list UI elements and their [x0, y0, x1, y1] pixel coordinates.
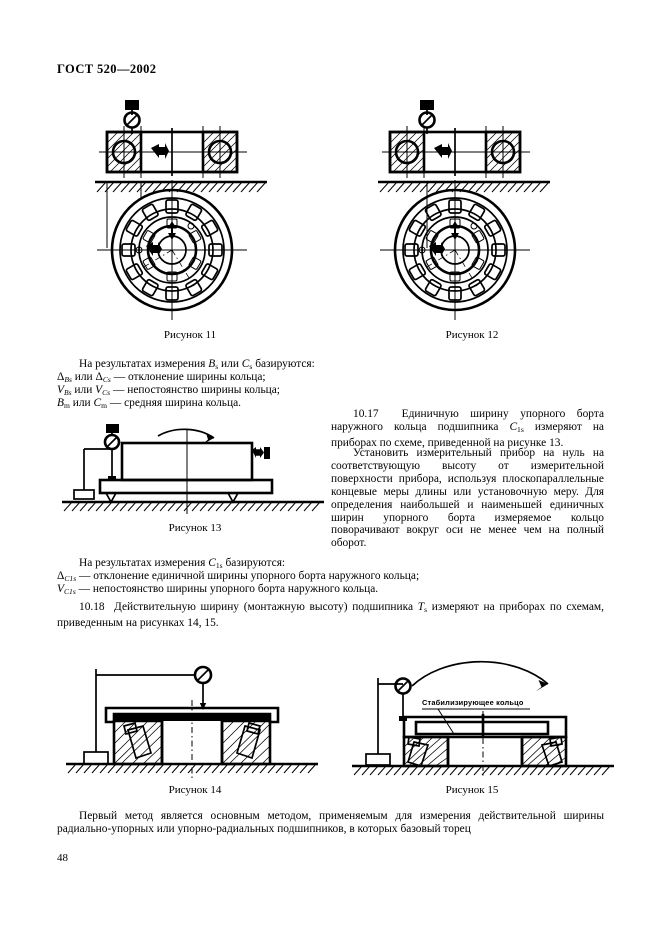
figure-12 [378, 98, 618, 320]
figure-15-caption: Рисунок 15 [445, 784, 499, 796]
final-paragraph: Первый метод является основным методом, … [57, 810, 604, 835]
measurement-basis-line-3: Bm или Cm — средняя ширина кольца. [57, 397, 241, 410]
figure-14-caption: Рисунок 14 [168, 784, 222, 796]
measurement-basis-intro-1: На результатах измерения Bs или Cs базир… [79, 358, 315, 371]
bearing-plan-view-12 [380, 180, 530, 320]
dial-indicator-12 [418, 100, 436, 134]
measurement-basis-intro-2: На результатах измерения C1s базируются: [79, 557, 286, 570]
page-number: 48 [57, 852, 68, 864]
dial-indicator-15 [394, 677, 412, 721]
measuring-surface-11 [95, 180, 267, 193]
dial-indicator-11 [123, 100, 141, 134]
figure-12-caption: Рисунок 12 [445, 329, 499, 341]
clause-10-18: 10.18 Действительную ширину (монтажную в… [57, 601, 604, 629]
figure-14 [66, 660, 318, 778]
clause-10-17-paragraph-1: 10.17 Единичную ширину упорного борта на… [331, 408, 604, 449]
clause-10-17-paragraph-2: Установить измерительный прибор на нуль … [331, 447, 604, 550]
measurement-basis-line-1: ΔBs или ΔCs — отклонение ширины кольца; [57, 371, 266, 384]
measurement-basis-line-5: VC1s — непостоянство ширины упорного бор… [57, 583, 379, 596]
measurement-basis-line-4: ΔC1s — отклонение единичной ширины упорн… [57, 570, 420, 583]
figure-13 [62, 422, 324, 514]
measurement-basis-line-2: VBs или VCs — непостоянство ширины кольц… [57, 384, 280, 397]
figure-15-annotation-text: Стабилизирующее кольцо [422, 698, 524, 707]
standard-header: ГОСТ 520—2002 [57, 62, 157, 76]
figure-15: Стабилизирующее кольцо [352, 636, 614, 778]
figure-11-caption: Рисунок 11 [163, 329, 217, 341]
figure-13-caption: Рисунок 13 [168, 522, 222, 534]
dial-indicator-13 [103, 424, 121, 481]
figure-11 [95, 98, 335, 320]
measuring-surface-12 [378, 180, 550, 193]
dial-indicator-14 [193, 665, 213, 710]
bearing-cross-section-12 [382, 126, 530, 178]
bearing-cross-section-11 [99, 126, 247, 178]
bearing-plan-view-11 [97, 180, 247, 320]
